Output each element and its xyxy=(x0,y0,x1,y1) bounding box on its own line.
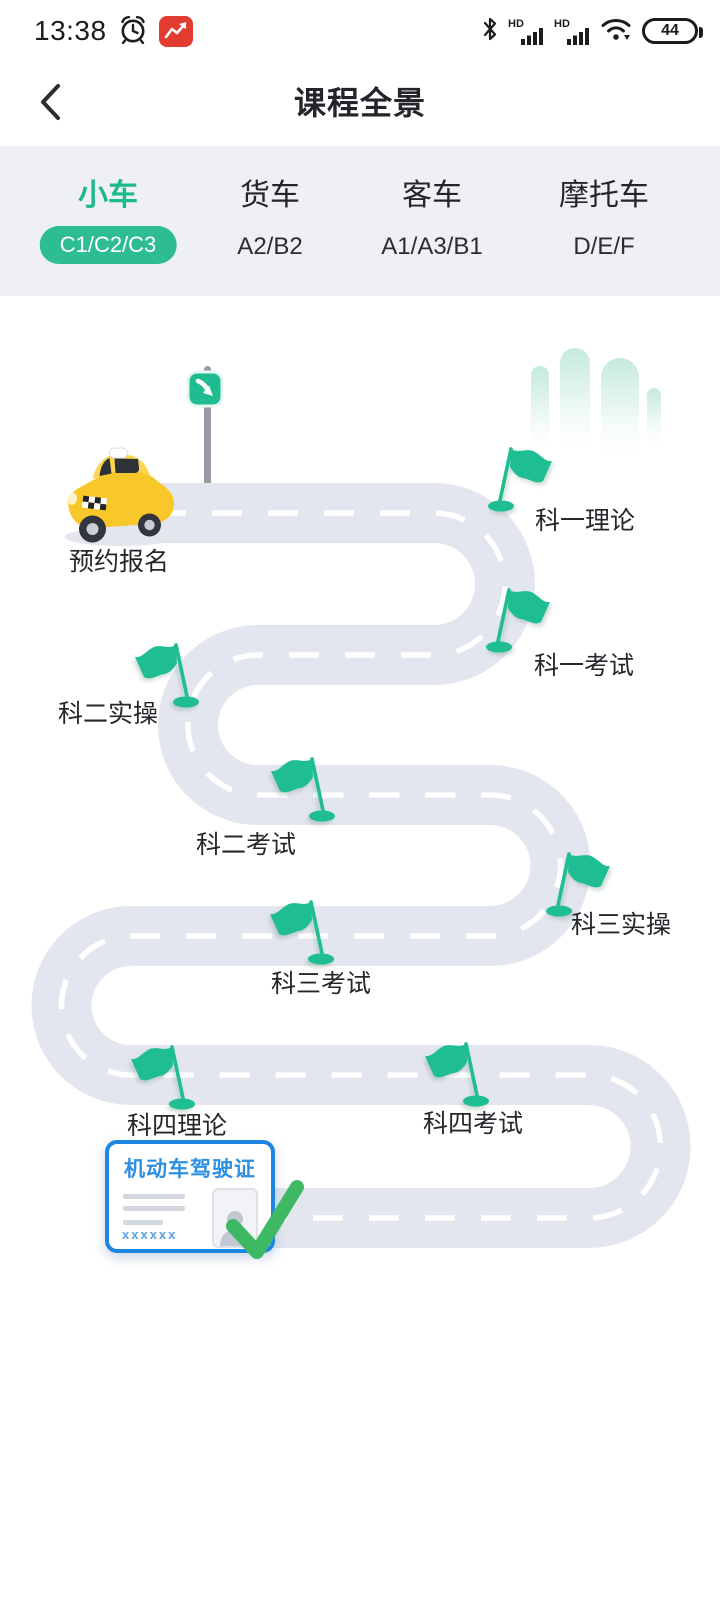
battery-percent: 44 xyxy=(661,22,679,39)
start-label-registration[interactable]: 预约报名 xyxy=(68,548,170,576)
tab-bus-classes: A1/A3/B1 xyxy=(381,233,483,260)
milestone-label-subject2-exam[interactable]: 科二考试 xyxy=(195,831,297,859)
tab-bus-label: 客车 xyxy=(402,179,462,212)
tab-truck-classes: A2/B2 xyxy=(237,233,303,260)
vehicle-tab-bar: 小车 C1/C2/C3 货车 A2/B2 客车 A1/A3/B1 摩托车 D/E… xyxy=(0,146,720,296)
flag-subject1-theory[interactable] xyxy=(486,443,558,515)
flag-subject3-exam[interactable] xyxy=(264,896,336,968)
milestone-label-subject1-theory[interactable]: 科一理论 xyxy=(534,507,636,535)
arrow-down-right-sign-icon xyxy=(186,370,224,413)
flag-subject3-practice[interactable] xyxy=(544,848,616,920)
red-app-icon xyxy=(158,15,193,47)
license-serial: xxxxxx xyxy=(122,1227,178,1242)
taxi-icon xyxy=(54,447,187,554)
milestone-label-subject1-exam[interactable]: 科一考试 xyxy=(533,652,635,680)
building-decoration xyxy=(531,366,549,454)
status-bar: 13:38 xyxy=(0,0,720,56)
tab-car-label: 小车 xyxy=(78,179,138,212)
back-button[interactable] xyxy=(30,80,70,124)
license-card-title: 机动车驾驶证 xyxy=(124,1158,256,1181)
milestone-label-subject4-theory[interactable]: 科四理论 xyxy=(126,1112,228,1140)
flag-subject1-exam[interactable] xyxy=(484,584,556,656)
tab-bus[interactable]: 客车 A1/A3/B1 xyxy=(381,178,482,262)
license-text-line xyxy=(123,1220,163,1225)
tab-motorcycle[interactable]: 摩托车 D/E/F xyxy=(559,178,649,262)
tab-truck-label: 货车 xyxy=(239,179,300,212)
milestone-label-subject3-exam[interactable]: 科三考试 xyxy=(270,970,372,998)
alarm-icon xyxy=(119,14,147,49)
license-text-line xyxy=(123,1194,185,1199)
sim2-signal-icon: HD xyxy=(554,18,590,45)
tab-car[interactable]: 小车 C1/C2/C3 xyxy=(39,178,177,264)
tab-motorcycle-label: 摩托车 xyxy=(559,179,649,212)
header: 课程全景 xyxy=(0,56,720,146)
milestone-label-subject3-practice[interactable]: 科三实操 xyxy=(570,911,672,939)
building-decoration xyxy=(560,348,590,454)
sign-pole xyxy=(204,366,211,488)
flag-subject4-theory[interactable] xyxy=(125,1041,197,1113)
bluetooth-icon xyxy=(482,16,498,47)
license-text-line xyxy=(123,1206,185,1211)
clock-time: 13:38 xyxy=(34,15,107,46)
sim1-signal-icon: HD xyxy=(508,18,544,45)
sim1-hd-label: HD xyxy=(508,17,524,30)
sim2-hd-label: HD xyxy=(554,17,570,30)
milestone-label-subject2-practice[interactable]: 科二实操 xyxy=(57,700,159,728)
completion-check-icon xyxy=(226,1180,304,1259)
milestone-label-subject4-exam[interactable]: 科四考试 xyxy=(422,1110,524,1138)
chevron-left-icon xyxy=(41,84,60,120)
tab-car-classes-badge: C1/C2/C3 xyxy=(39,226,177,264)
flag-subject2-exam[interactable] xyxy=(265,753,337,825)
page-title: 课程全景 xyxy=(293,85,426,121)
flag-subject4-exam[interactable] xyxy=(419,1038,491,1110)
battery-icon: 44 xyxy=(642,18,703,44)
wifi-icon xyxy=(600,16,632,47)
building-decoration xyxy=(647,388,661,448)
building-decoration xyxy=(601,358,639,458)
tab-motorcycle-classes: D/E/F xyxy=(573,233,635,260)
tab-truck[interactable]: 货车 A2/B2 xyxy=(237,178,302,262)
